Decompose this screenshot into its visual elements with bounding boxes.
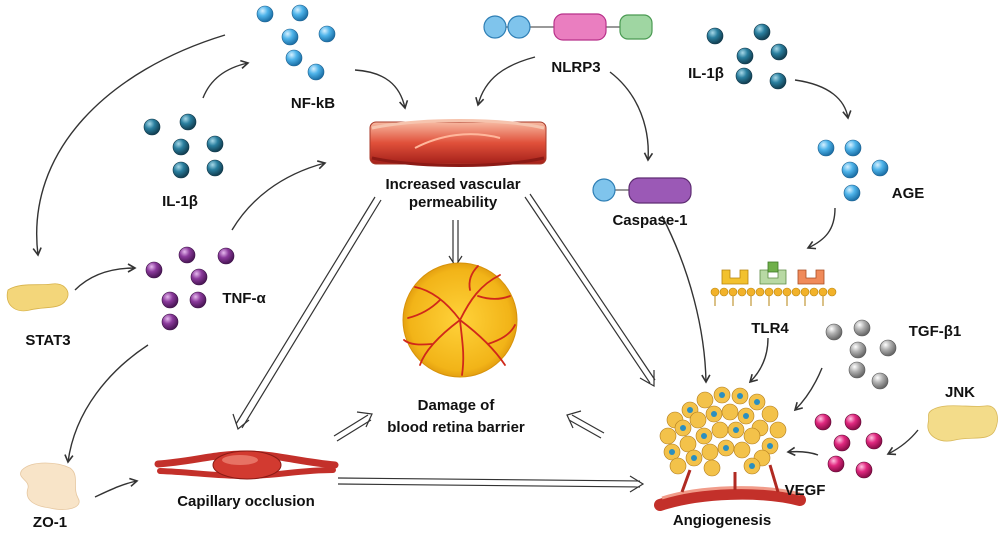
age-label: AGE xyxy=(892,185,925,202)
nfkb-label: NF-kB xyxy=(291,95,335,112)
angiogenesis-icon xyxy=(654,386,806,511)
blood-vessel-icon xyxy=(369,119,547,167)
retina-icon xyxy=(402,262,518,378)
zo1-blob-icon xyxy=(20,462,80,510)
tnfa-cluster-icon xyxy=(145,246,235,331)
caspase1-label: Caspase-1 xyxy=(612,212,687,229)
tlr4-receptor-icon xyxy=(710,261,837,306)
arrows xyxy=(32,34,919,498)
il1b-right-cluster-icon xyxy=(706,23,788,90)
angiogenesis-label: Angiogenesis xyxy=(673,512,771,529)
damage-label-line1: Damage of xyxy=(418,397,496,414)
vegf-cluster-icon xyxy=(814,413,883,479)
nfkb-cluster-icon xyxy=(256,4,336,81)
permeability-label-line1: Increased vascular xyxy=(385,176,520,193)
stat3-blob-icon xyxy=(6,283,69,312)
tgfb1-cluster-icon xyxy=(825,319,897,390)
capillary-occlusion-label: Capillary occlusion xyxy=(177,493,315,510)
age-cluster-icon xyxy=(817,139,889,202)
zo1-label: ZO-1 xyxy=(33,514,67,531)
capillary-occlusion-icon xyxy=(154,450,339,480)
jnk-label: JNK xyxy=(945,384,975,401)
caspase1-protein-icon xyxy=(592,177,692,204)
vegf-label: VEGF xyxy=(785,482,826,499)
double-arrows xyxy=(232,193,656,493)
permeability-label-line2: permeability xyxy=(409,194,498,211)
tgfb1-label: TGF-β1 xyxy=(909,323,962,340)
il1b-left-label: IL-1β xyxy=(162,193,198,210)
stat3-label: STAT3 xyxy=(25,332,70,349)
jnk-blob-icon xyxy=(927,405,998,442)
il1b-right-label: IL-1β xyxy=(688,65,724,82)
tnfa-label: TNF-α xyxy=(222,290,266,307)
nlrp3-protein-icon xyxy=(483,13,653,41)
nlrp3-label: NLRP3 xyxy=(551,59,600,76)
tlr4-label: TLR4 xyxy=(751,320,789,337)
damage-label-line2: blood retina barrier xyxy=(387,419,525,436)
il1b-left-cluster-icon xyxy=(143,113,224,179)
